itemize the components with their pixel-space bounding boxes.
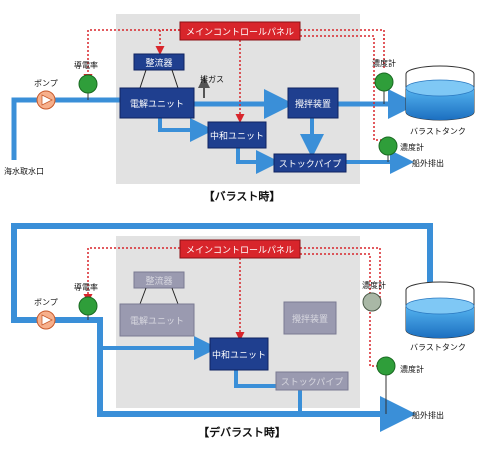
rectifier-wire-left [139,287,147,305]
conductivity-label: 導電率 [74,282,98,292]
neutralizer-label: 中和ユニット [212,349,266,361]
neutralizer-label: 中和ユニット [210,130,264,142]
mixer-label: 攪拌装置 [295,98,331,110]
stockpipe-label: ストックパイプ [281,377,344,388]
rectifier-label: 整流器 [145,57,172,69]
ballast-panel: メインコントロールパネル 整流器 電解ユニット 排ガス 攪拌装置 中和ユニット … [4,14,475,203]
mixer-box [287,87,339,119]
ballast-tank-icon [405,65,475,121]
discharge-label: 船外排出 [412,158,444,168]
rectifier-label: 整流器 [145,275,172,287]
rectifier-wire-right [171,287,179,305]
concentration-sensor-bottom-icon [378,136,398,156]
intake-pipe [11,97,120,160]
pump-label: ポンプ [34,298,58,307]
conductivity-label: 導電率 [74,60,98,70]
exhaust-label: 排ガス [200,74,224,84]
ballast-tank-icon [405,281,475,339]
neutralizer-box [207,121,267,149]
tank-label: バラストタンク [410,343,466,352]
conc-bottom-label: 濃度計 [400,142,424,152]
mixer-label: 攪拌装置 [292,313,328,325]
control-panel-label: メインコントロールパネル [186,27,294,38]
conductivity-sensor-icon [78,74,98,94]
concentration-sensor-top-icon [374,72,394,92]
conductivity-sensor-icon [78,296,98,316]
pump-label: ポンプ [34,79,58,88]
rectifier-wire-left [139,69,147,89]
conc-top-label: 濃度計 [372,58,396,68]
deballast-main-pipe [11,223,433,432]
mixer-box [283,301,337,335]
concentration-sensor-top-icon [362,292,382,312]
stockpipe-box [273,153,347,173]
control-panel-label: メインコントロールパネル [186,245,294,256]
pipe-neutralizer-stock [236,148,280,174]
rectifier-box [133,271,185,289]
deballast-caption: 【デバラスト時】 [198,425,286,439]
electrolysis-unit-box [119,87,195,119]
conc-top-label: 濃度計 [362,280,386,290]
pump-arrow-icon [41,94,53,106]
stockpipe-label: ストックパイプ [279,159,342,170]
main-control-panel [179,21,301,41]
deballast-panel: メインコントロールパネル 整流器 電解ユニット 攪拌装置 中和ユニット ストック… [11,223,475,439]
main-control-panel [179,239,301,259]
discharge-label: 船外排出 [412,410,444,420]
electrolysis-unit-box [119,303,195,337]
pipe-electrolysis-neutralizer [158,118,214,142]
ballast-caption: 【バラスト時】 [204,189,281,203]
conc-bottom-label: 濃度計 [400,364,424,374]
stockpipe-box [275,371,349,391]
rectifier-box [133,53,185,71]
electrolysis-unit-label: 電解ユニット [130,315,184,327]
signal-lines [83,29,386,141]
electrolysis-unit-label: 電解ユニット [130,98,184,110]
rectifier-wire-right [171,69,179,89]
pipe-neutralizer-out [234,370,302,414]
concentration-sensor-bottom-icon [376,356,396,376]
neutralizer-box [209,337,269,371]
intake-label: 海水取水口 [4,166,44,176]
pump-arrow-icon [41,314,53,326]
tank-label: バラストタンク [410,127,466,136]
